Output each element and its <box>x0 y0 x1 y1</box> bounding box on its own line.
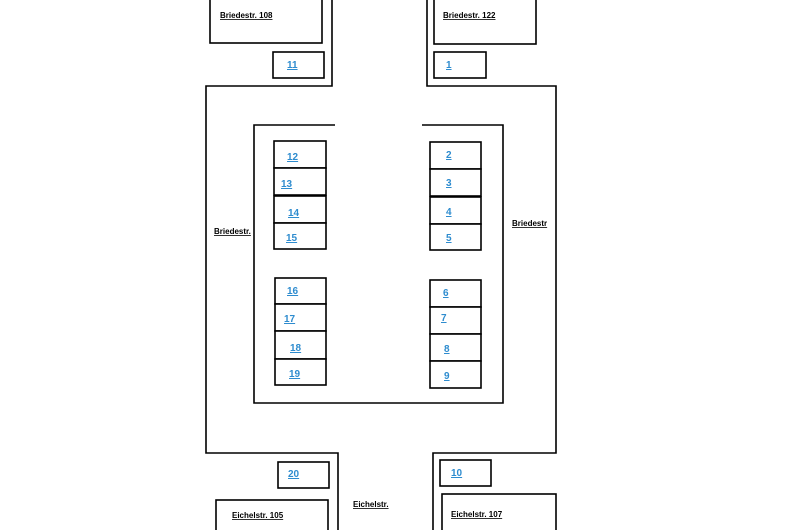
spot-label-2[interactable]: 2 <box>446 150 452 161</box>
spot-label-5[interactable]: 5 <box>446 233 452 244</box>
building-label-eichelstr-105: Eichelstr. 105 <box>232 511 284 520</box>
parking-spot-8[interactable] <box>429 333 482 362</box>
spot-label-16[interactable]: 16 <box>287 286 299 297</box>
parking-spot-4[interactable] <box>429 196 482 225</box>
spot-label-20[interactable]: 20 <box>288 469 300 480</box>
building-eichelstr-107 <box>441 493 557 530</box>
spot-label-19[interactable]: 19 <box>289 369 301 380</box>
parking-spot-12[interactable] <box>273 140 327 169</box>
parking-spot-19[interactable] <box>274 358 327 386</box>
parking-spot-3[interactable] <box>429 168 482 197</box>
street-label-left: Briedestr. <box>214 227 251 236</box>
parking-spot-5[interactable] <box>429 223 482 251</box>
parking-spot-17[interactable] <box>274 303 327 332</box>
parking-spot-1[interactable] <box>433 51 487 79</box>
road-edge-top-right <box>426 0 557 530</box>
spot-label-12[interactable]: 12 <box>287 152 299 163</box>
parking-spot-20[interactable] <box>277 461 330 489</box>
street-label-right: Briedestr <box>512 219 547 228</box>
parking-spot-7[interactable] <box>429 306 482 335</box>
spot-label-4[interactable]: 4 <box>446 207 452 218</box>
building-briedestr-108 <box>209 0 323 44</box>
spot-label-11[interactable]: 11 <box>287 60 298 71</box>
spot-label-8[interactable]: 8 <box>444 344 450 355</box>
spot-label-1[interactable]: 1 <box>446 60 452 71</box>
spot-label-3[interactable]: 3 <box>446 178 452 189</box>
spot-label-6[interactable]: 6 <box>443 288 449 299</box>
spot-label-9[interactable]: 9 <box>444 371 450 382</box>
building-label-briedestr-108: Briedestr. 108 <box>220 11 273 20</box>
spot-label-10[interactable]: 10 <box>451 468 463 479</box>
parking-spot-6[interactable] <box>429 279 482 308</box>
building-label-briedestr-122: Briedestr. 122 <box>443 11 496 20</box>
spot-label-18[interactable]: 18 <box>290 343 302 354</box>
parking-spot-2[interactable] <box>429 141 482 170</box>
building-eichelstr-105 <box>215 499 329 530</box>
parking-spot-14[interactable] <box>273 195 327 224</box>
spot-label-15[interactable]: 15 <box>286 233 298 244</box>
parking-spot-15[interactable] <box>273 222 327 250</box>
parking-spot-11[interactable] <box>272 51 325 79</box>
parking-spot-9[interactable] <box>429 360 482 389</box>
building-label-eichelstr-107: Eichelstr. 107 <box>451 510 503 519</box>
parking-area-wall-left <box>253 124 504 404</box>
street-label-bottom: Eichelstr. <box>353 500 389 509</box>
parking-spot-16[interactable] <box>274 277 327 305</box>
spot-label-7[interactable]: 7 <box>441 313 447 324</box>
building-briedestr-122 <box>433 0 537 45</box>
parking-spot-13[interactable] <box>273 167 327 196</box>
spot-label-14[interactable]: 14 <box>288 208 300 219</box>
spot-label-17[interactable]: 17 <box>284 314 296 325</box>
spot-label-13[interactable]: 13 <box>281 179 293 190</box>
parking-spot-10[interactable] <box>439 459 492 487</box>
road-edge-top-left <box>205 0 339 530</box>
